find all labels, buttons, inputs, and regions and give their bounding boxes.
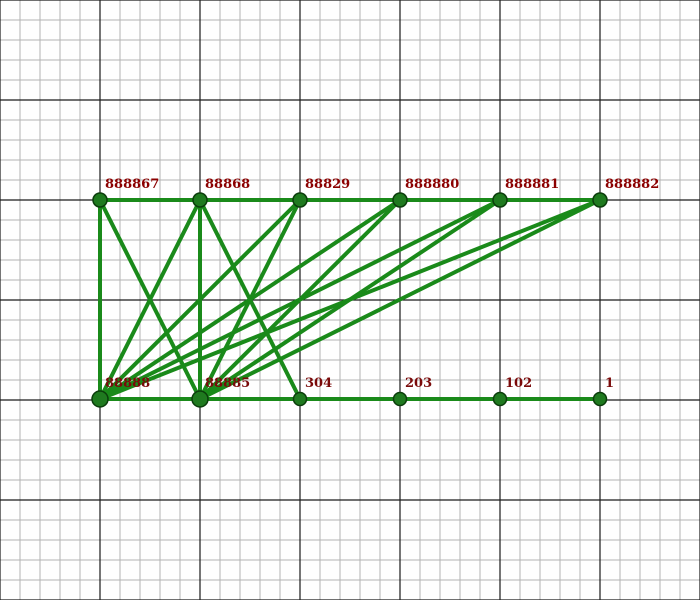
node-label-bottom-1: 88885 bbox=[205, 376, 250, 391]
node-label-top-3: 888880 bbox=[405, 177, 459, 192]
node-label-top-0: 888867 bbox=[105, 177, 159, 192]
top-node-4[interactable] bbox=[492, 192, 508, 208]
bottom-node-0[interactable] bbox=[91, 390, 109, 408]
edge-layer bbox=[98, 198, 602, 401]
node-label-top-4: 888881 bbox=[505, 177, 559, 192]
top-node-3[interactable] bbox=[392, 192, 408, 208]
diagonal-edge bbox=[98, 198, 202, 401]
bottom-node-4[interactable] bbox=[492, 391, 508, 407]
top-node-0[interactable] bbox=[92, 192, 108, 208]
bottom-node-3[interactable] bbox=[392, 391, 408, 407]
node-label-top-2: 88829 bbox=[305, 177, 350, 192]
bottom-node-5[interactable] bbox=[592, 391, 608, 407]
node-layer bbox=[91, 192, 608, 408]
top-node-5[interactable] bbox=[592, 192, 608, 208]
node-label-top-5: 888882 bbox=[605, 177, 659, 192]
bottom-node-1[interactable] bbox=[191, 390, 209, 408]
bottom-node-2[interactable] bbox=[292, 391, 308, 407]
node-label-bottom-2: 304 bbox=[305, 376, 332, 391]
label-layer: 888867 88868 88829 888880 888881 888882 … bbox=[105, 177, 659, 391]
node-label-bottom-3: 203 bbox=[405, 376, 432, 391]
diagonal-edge bbox=[98, 198, 302, 401]
top-node-2[interactable] bbox=[292, 192, 308, 208]
diagonal-edge bbox=[198, 198, 302, 401]
node-label-bottom-5: 1 bbox=[605, 376, 614, 391]
diagonal-edge bbox=[198, 198, 502, 401]
top-node-1[interactable] bbox=[192, 192, 208, 208]
node-label-top-1: 88868 bbox=[205, 177, 250, 192]
diagonal-edge bbox=[198, 198, 602, 401]
node-label-bottom-0: 88888 bbox=[105, 376, 150, 391]
node-label-bottom-4: 102 bbox=[505, 376, 532, 391]
diagonal-edge bbox=[198, 198, 402, 401]
